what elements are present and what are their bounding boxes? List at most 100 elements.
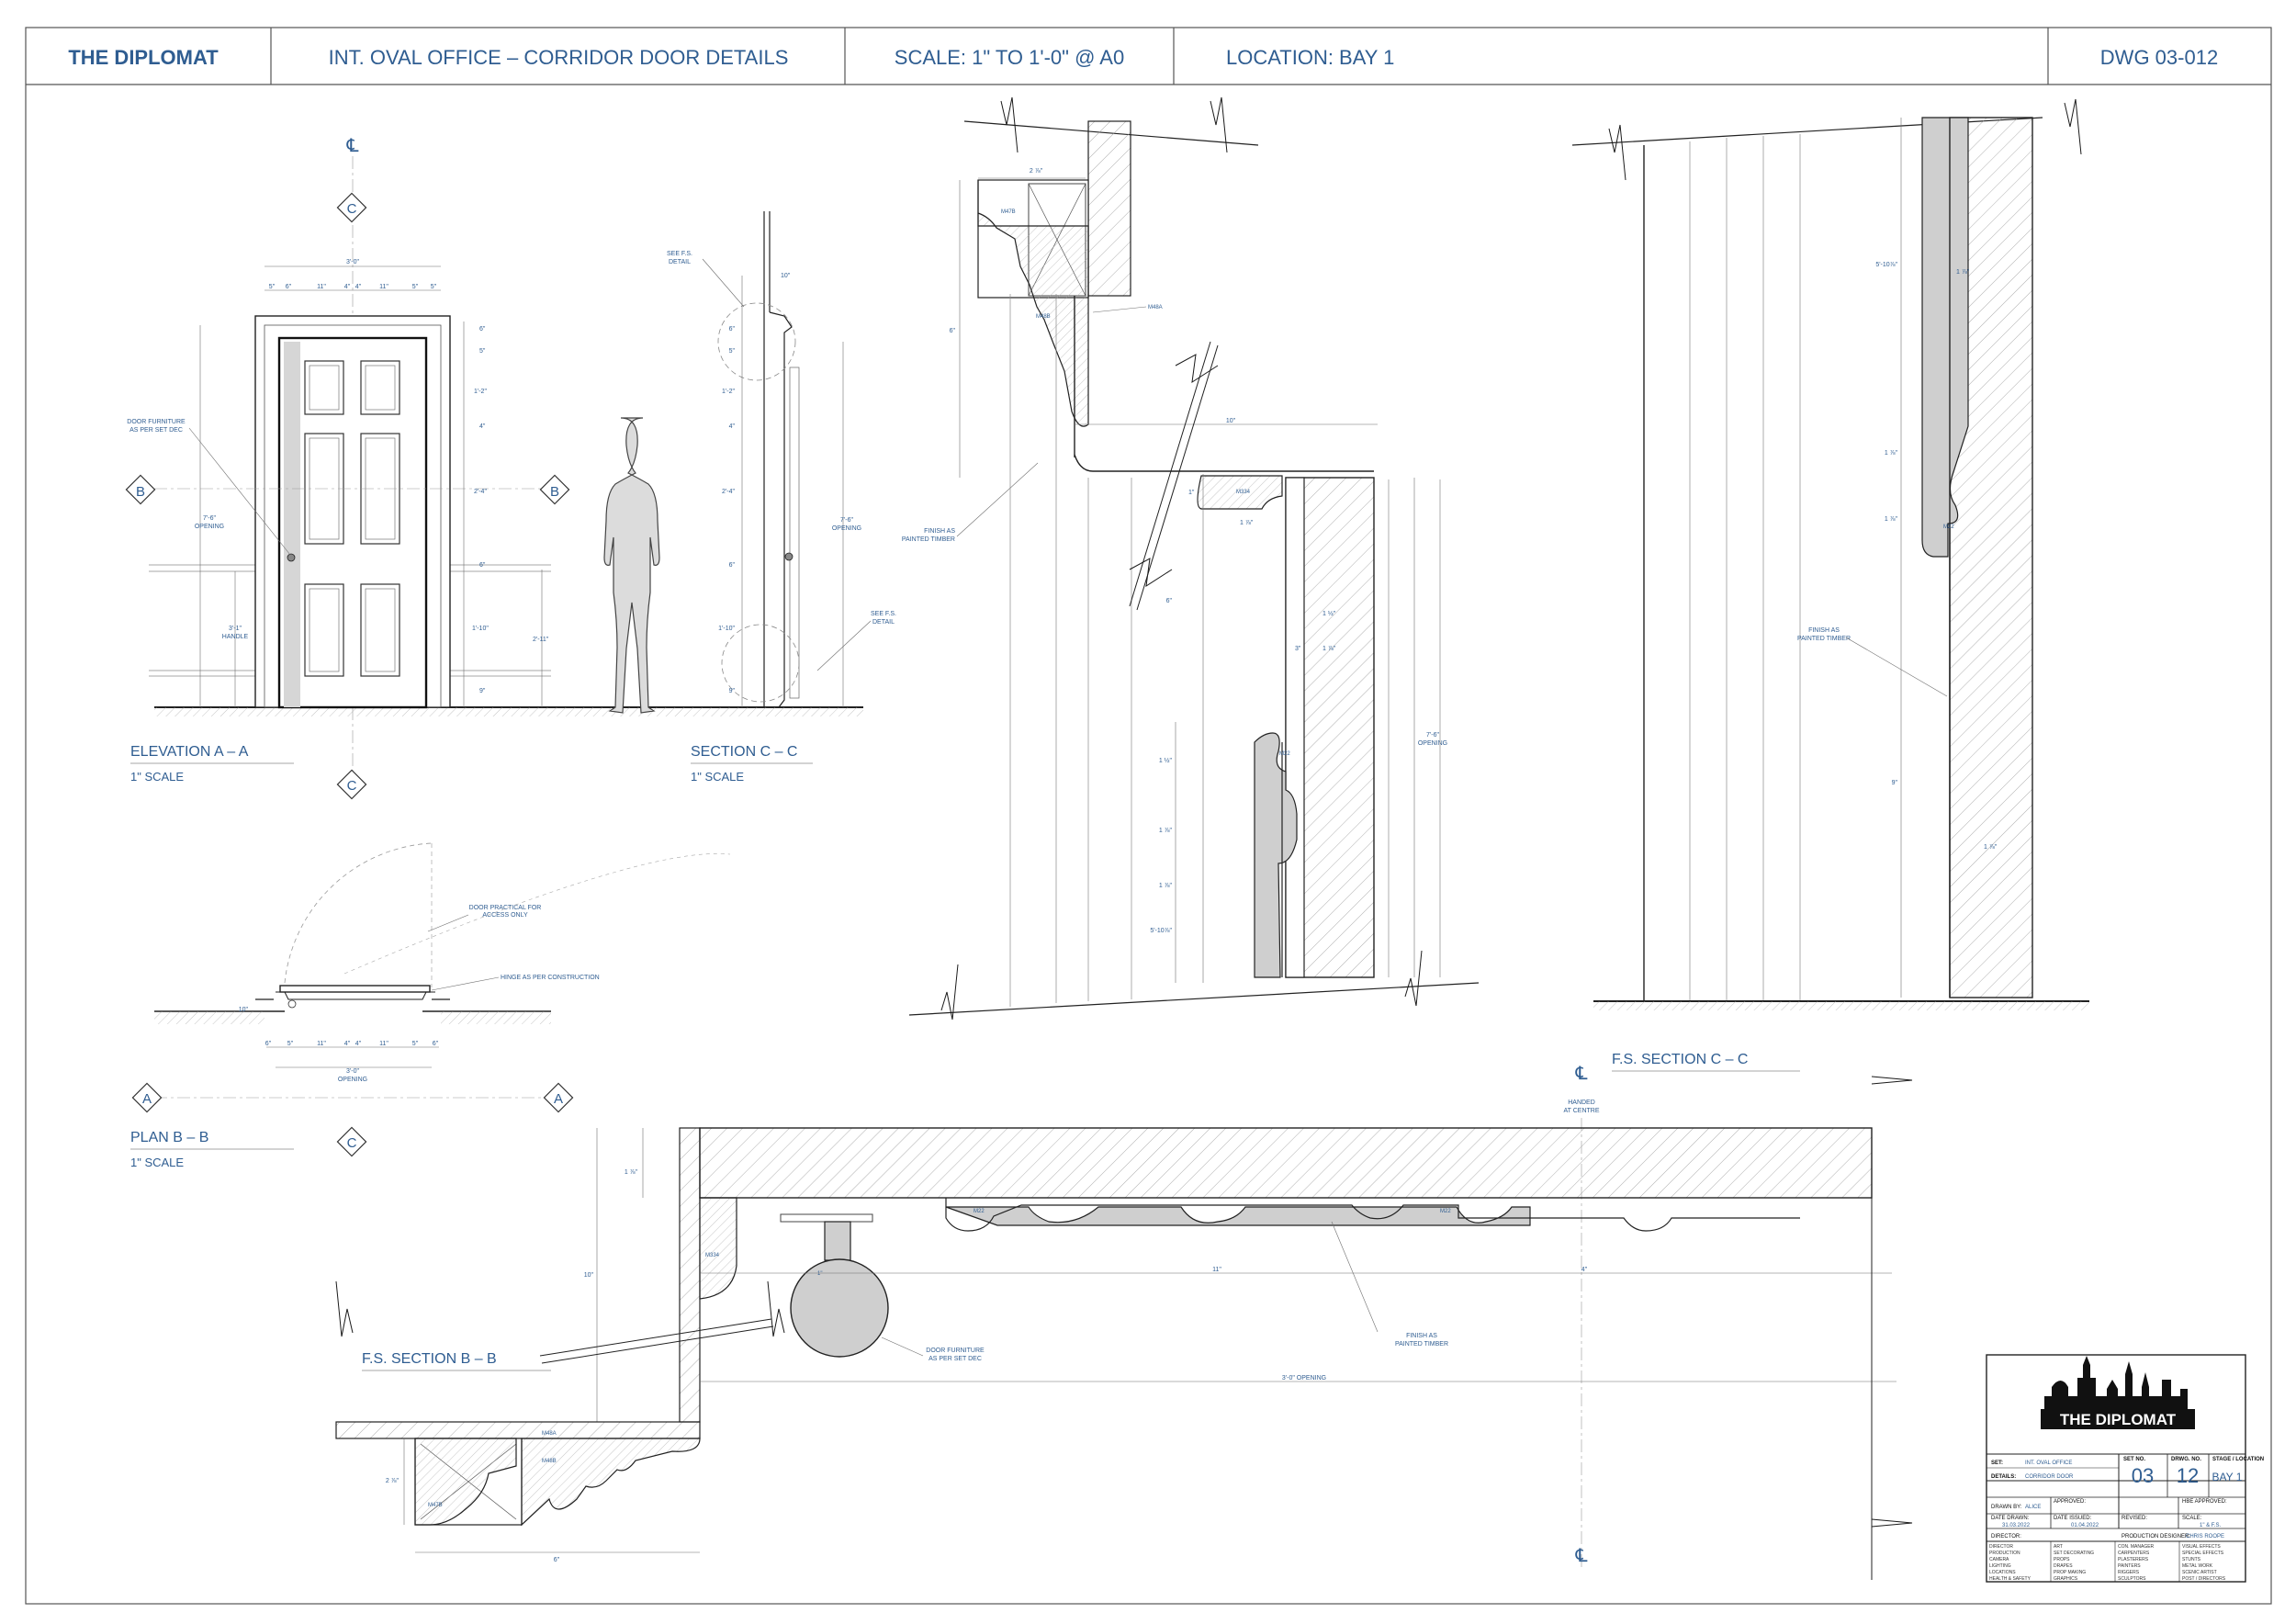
svg-text:SET DECORATING: SET DECORATING [2054,1551,2094,1556]
svg-text:DRAWN BY:: DRAWN BY: [1991,1505,2022,1510]
svg-text:VISUAL EFFECTS: VISUAL EFFECTS [2182,1544,2221,1550]
svg-text:M22: M22 [1943,524,1954,530]
svg-text:7'-6": 7'-6" [203,515,216,522]
svg-text:PAINTED TIMBER: PAINTED TIMBER [1395,1341,1448,1348]
svg-text:11": 11" [379,284,388,290]
svg-text:M47B: M47B [428,1503,443,1508]
svg-text:6": 6" [433,1041,439,1047]
elevation-a-a: ℄ C [125,136,863,800]
svg-text:6": 6" [554,1557,560,1563]
svg-text:℄: ℄ [1575,1064,1588,1084]
svg-text:SEE F.S.: SEE F.S. [667,251,692,257]
title-block: THE DIPLOMAT SET: INT. OVAL OFFICE DETAI… [1986,1354,2264,1583]
svg-text:1 ⅞": 1 ⅞" [1159,828,1173,834]
section-marker-b-right: B [539,474,570,505]
svg-text:5'-10⅞": 5'-10⅞" [1875,262,1897,268]
svg-text:CORRIDOR DOOR: CORRIDOR DOOR [2025,1474,2074,1480]
svg-text:6": 6" [265,1041,272,1047]
svg-text:ACCESS ONLY: ACCESS ONLY [482,912,528,919]
svg-text:M22: M22 [1279,751,1290,757]
svg-text:M334: M334 [705,1253,720,1258]
svg-text:M22: M22 [974,1209,985,1214]
section-c-c: SEE F.S. DETAIL SEE F.S. DETAIL 10" 6" 5… [667,211,896,784]
elevation-scale: 1" SCALE [130,770,184,784]
svg-text:M22: M22 [1440,1209,1451,1214]
svg-text:3": 3" [1295,646,1301,652]
sheet-scale: SCALE: 1" TO 1'-0" @ A0 [895,46,1124,69]
set-number: 03 [2132,1464,2154,1487]
svg-text:PAINTED TIMBER: PAINTED TIMBER [1797,636,1851,642]
svg-text:SPECIAL EFFECTS: SPECIAL EFFECTS [2182,1551,2224,1556]
plan-title: PLAN B – B [130,1130,208,1145]
svg-text:A: A [554,1091,563,1107]
section-marker-c-bottom: C [336,769,367,800]
svg-text:1 ⅞": 1 ⅞" [1240,520,1254,526]
svg-text:PRODUCTION DESIGNER:: PRODUCTION DESIGNER: [2122,1534,2190,1539]
svg-text:5": 5" [269,284,276,290]
svg-text:1" & F.S.: 1" & F.S. [2200,1523,2221,1528]
cornice-full-size-detail: M47B M48B M48A 2 ⅞" 6" 10" FINISH AS PAI… [902,96,1480,1021]
svg-text:HINGE AS PER CONSTRUCTION: HINGE AS PER CONSTRUCTION [501,975,600,981]
svg-text:3'-0" OPENING: 3'-0" OPENING [1282,1375,1326,1382]
svg-text:INT. OVAL OFFICE: INT. OVAL OFFICE [2025,1460,2072,1466]
svg-text:DOOR FURNITURE: DOOR FURNITURE [127,419,186,425]
svg-text:ART: ART [2054,1544,2063,1550]
sheet-location: LOCATION: BAY 1 [1226,46,1394,69]
svg-text:DETAILS:: DETAILS: [1991,1474,2016,1480]
title-block-logo-text: THE DIPLOMAT [2060,1411,2177,1428]
svg-text:GRAPHICS: GRAPHICS [2054,1576,2078,1582]
svg-text:BAY 1: BAY 1 [2212,1471,2243,1483]
svg-text:9": 9" [1892,780,1898,786]
svg-text:℄: ℄ [1575,1546,1588,1566]
svg-text:1": 1" [817,1271,822,1277]
svg-text:CHRIS ROOPE: CHRIS ROOPE [2186,1534,2224,1539]
svg-text:11": 11" [317,284,326,290]
svg-text:HEALTH & SAFETY: HEALTH & SAFETY [1989,1576,2032,1582]
title-bar: THE DIPLOMAT INT. OVAL OFFICE – CORRIDOR… [25,27,2272,1605]
svg-text:5": 5" [287,1041,294,1047]
svg-text:6": 6" [729,562,736,569]
svg-text:11": 11" [379,1041,388,1047]
svg-text:ALICE: ALICE [2025,1505,2041,1510]
svg-text:CAMERA: CAMERA [1989,1557,2009,1562]
svg-text:STAGE / LOCATION: STAGE / LOCATION [2212,1457,2264,1462]
svg-text:HBE APPROVED:: HBE APPROVED: [2182,1499,2227,1505]
svg-text:STUNTS: STUNTS [2182,1557,2201,1562]
svg-text:AS PER SET DEC: AS PER SET DEC [129,427,183,434]
sheet-title: INT. OVAL OFFICE – CORRIDOR DOOR DETAILS [329,46,789,69]
svg-text:PAINTERS: PAINTERS [2118,1563,2141,1569]
svg-text:6": 6" [950,328,956,334]
svg-text:M48A: M48A [1148,305,1163,310]
svg-text:RIGGERS: RIGGERS [2118,1570,2140,1575]
svg-text:AT CENTRE: AT CENTRE [1563,1108,1599,1114]
svg-text:1'-10": 1'-10" [472,626,489,632]
svg-text:1'-2": 1'-2" [722,389,735,395]
svg-text:6": 6" [286,284,292,290]
svg-text:1 ½": 1 ½" [1159,757,1173,764]
svg-text:5": 5" [412,1041,419,1047]
fs-section-bb-title: F.S. SECTION B – B [362,1351,497,1367]
svg-text:DRWG. NO.: DRWG. NO. [2171,1457,2201,1462]
svg-text:11": 11" [1212,1267,1221,1273]
svg-text:PROP MAKING: PROP MAKING [2054,1570,2086,1575]
section-marker-a-left: A [131,1082,163,1113]
svg-text:OPENING: OPENING [1418,740,1447,747]
svg-text:DATE DRAWN:: DATE DRAWN: [1991,1516,2030,1521]
svg-text:5'-10⅞": 5'-10⅞" [1150,928,1172,934]
svg-text:REVISED:: REVISED: [2122,1516,2147,1521]
svg-text:6": 6" [479,562,486,569]
svg-text:9": 9" [729,688,736,694]
human-figure-silhouette [603,417,660,714]
svg-text:CARPENTERS: CARPENTERS [2118,1551,2150,1556]
fs-section-cc-title: F.S. SECTION C – C [1612,1052,1748,1067]
svg-text:1'-2": 1'-2" [474,389,487,395]
svg-text:5": 5" [431,284,437,290]
svg-text:6": 6" [1166,598,1173,604]
svg-text:M48A: M48A [542,1431,557,1437]
svg-text:4": 4" [729,423,736,430]
svg-text:6": 6" [729,326,736,333]
svg-text:1 ⅞": 1 ⅞" [1322,646,1336,652]
svg-text:DETAIL: DETAIL [669,259,691,265]
section-cc-title: SECTION C – C [691,744,797,760]
svg-text:1 ½": 1 ½" [1322,610,1336,617]
